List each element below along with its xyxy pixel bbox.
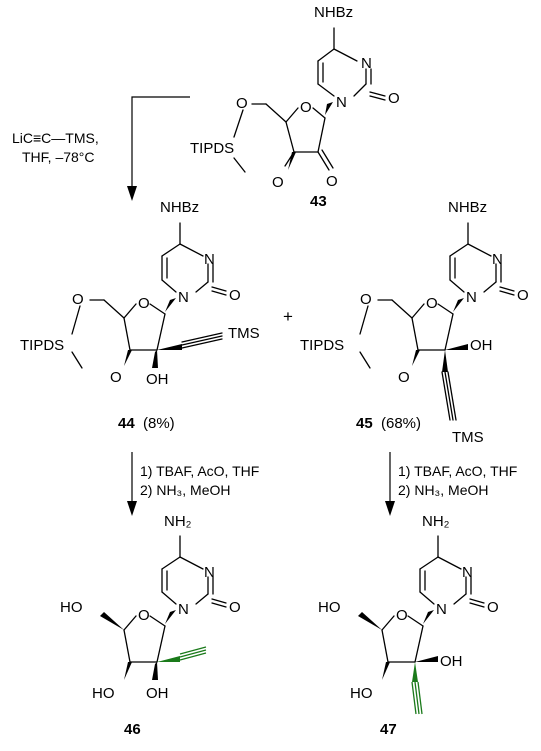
step1-arrow-line	[131, 96, 190, 190]
c46-o4-label: O	[138, 607, 150, 624]
c44-o3-label: O	[110, 369, 122, 386]
c45-tms-label: TMS	[452, 429, 484, 446]
c45-number: 45	[356, 415, 373, 432]
c46-n3-label: N	[204, 564, 215, 581]
c45-o4-label: O	[426, 295, 438, 312]
step2-right-reagent-line2: 2) NH₃, MeOH	[398, 482, 489, 498]
c46-oh2-label: OH	[146, 685, 169, 702]
c44-oh-label: OH	[146, 371, 169, 388]
c46-nh2-label: NH₂	[164, 513, 192, 530]
c46-ho3-label: HO	[92, 685, 115, 702]
c44-nhbz-label: NHBz	[160, 199, 199, 216]
step2-right-reagent-line1: 1) TBAF, AcO, THF	[398, 463, 517, 479]
c44-o4-label: O	[138, 295, 150, 312]
c45-oh-label: OH	[470, 337, 493, 354]
c43-o4-label: O	[300, 99, 312, 116]
compound-45: NHBz N O N O O TIPDS O OH TMS 45 (68%)	[300, 199, 529, 446]
compound-47: NH₂ N O N O HO HO OH 47	[318, 513, 499, 738]
c47-oh2-label: OH	[440, 653, 463, 670]
c43-n1-label: N	[336, 94, 347, 111]
c45-n3-label: N	[492, 251, 503, 268]
c45-tipds-label: TIPDS	[300, 337, 344, 354]
c43-o2-label: O	[388, 90, 400, 107]
plus-sign: +	[283, 307, 293, 326]
c45-o3-label: O	[398, 369, 410, 386]
c44-yield: (8%)	[143, 415, 175, 432]
c46-o2-label: O	[229, 599, 241, 616]
c43-n3-label: N	[361, 55, 372, 72]
c43-tipds-label: TIPDS	[190, 140, 234, 157]
c44-n3-label: N	[204, 251, 215, 268]
c45-o2-label: O	[517, 287, 529, 304]
c43-o3-label: O	[272, 174, 284, 191]
c43-keto-label: O	[326, 173, 338, 190]
step2-arrow-right	[385, 452, 395, 516]
c45-nhbz-label: NHBz	[448, 199, 487, 216]
step2-arrow-right-head	[385, 501, 395, 516]
step1-reagent-line2: THF, –78°C	[22, 149, 95, 165]
c47-n3-label: N	[462, 564, 473, 581]
c44-tipds-label: TIPDS	[20, 337, 64, 354]
c46-n1-label: N	[178, 601, 189, 618]
step2-left-reagent-line2: 2) NH₃, MeOH	[140, 482, 231, 498]
c43-o5-label: O	[236, 95, 248, 112]
c47-n1-label: N	[436, 601, 447, 618]
compound-43: NHBz N O N O O TIPDS O O 43	[190, 4, 400, 210]
step2-arrow-left	[127, 452, 137, 516]
c44-o2-label: O	[229, 287, 241, 304]
step1-arrow-head	[127, 186, 137, 201]
compound-44: NHBz N O N O O TIPDS O OH TMS 44 (8%)	[20, 199, 260, 432]
c44-tms-label: TMS	[228, 325, 260, 342]
step2-left-reagent-line1: 1) TBAF, AcO, THF	[140, 463, 259, 479]
c43-number: 43	[310, 193, 327, 210]
c47-nh2-label: NH₂	[422, 513, 450, 530]
c47-o2-label: O	[487, 599, 499, 616]
c46-ho5-label: HO	[60, 599, 83, 616]
c47-ho5-label: HO	[318, 599, 341, 616]
c44-n1-label: N	[178, 289, 189, 306]
c47-number: 47	[380, 721, 397, 738]
compound-46: NH₂ N O N O HO HO OH 46	[60, 513, 241, 738]
c44-o5-label: O	[72, 291, 84, 308]
c45-n1-label: N	[466, 289, 477, 306]
c45-o5-label: O	[360, 291, 372, 308]
c44-number: 44	[118, 415, 135, 432]
step2-arrow-left-head	[127, 501, 137, 516]
step1-arrow	[127, 96, 190, 201]
c47-o4-label: O	[396, 607, 408, 624]
c45-yield: (68%)	[381, 415, 421, 432]
c43-nhbz-label: NHBz	[314, 4, 353, 21]
c46-number: 46	[124, 721, 141, 738]
c47-ho3-label: HO	[350, 685, 373, 702]
step1-reagent-line1: LiC≡C—TMS,	[12, 130, 99, 146]
